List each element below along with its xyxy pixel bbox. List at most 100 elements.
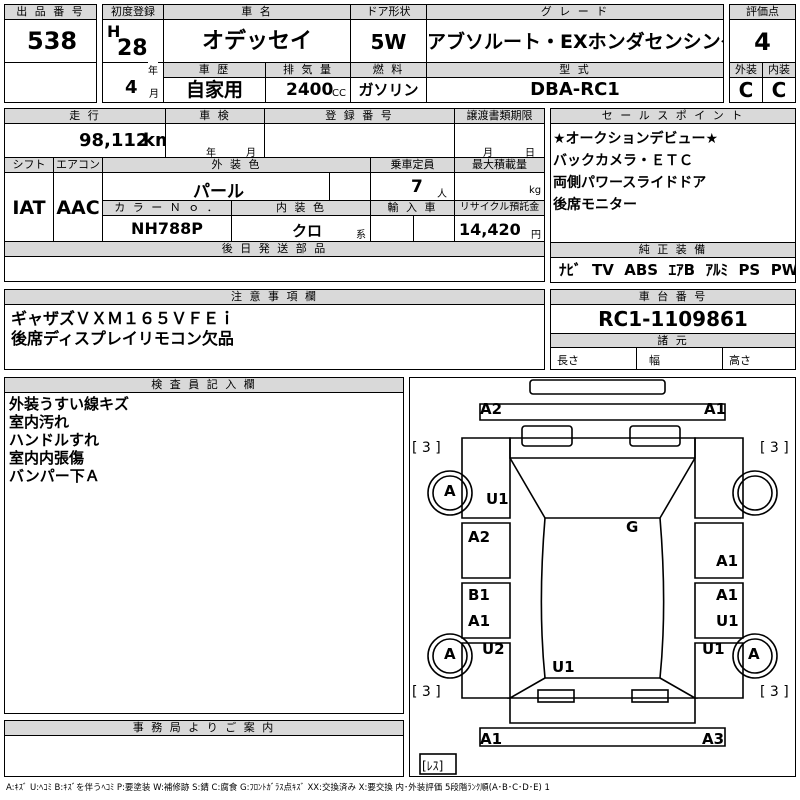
- equipment-item: ｴｱB: [668, 261, 696, 279]
- door-value: 5W: [350, 19, 427, 63]
- mileage-label: 走 行: [4, 108, 166, 124]
- car-name-value: オデッセイ: [163, 19, 351, 63]
- transfer-deadline-label: 譲渡書類期限: [454, 108, 545, 124]
- equipment-item: PS: [738, 261, 761, 279]
- dims-height: 高さ: [722, 347, 796, 370]
- later-parts-value: [4, 256, 545, 282]
- first-reg-year-cell: H 28: [102, 19, 164, 63]
- mark-a1-right-mid: A1: [716, 586, 739, 604]
- recycle-value: 14,420: [459, 220, 521, 239]
- color-no-value: NH788P: [102, 215, 232, 242]
- displacement-label: 排 気 量: [265, 62, 351, 78]
- km-unit: km: [143, 130, 165, 151]
- capacity-label: 乗車定員: [370, 157, 455, 173]
- tire-rear-left: [ 3 ]: [412, 684, 441, 700]
- displacement-cell: 2400 CC: [265, 77, 351, 103]
- mark-wheel-rear-left: A: [444, 645, 456, 663]
- front-bumper-top: [529, 379, 666, 395]
- equipment-list: ﾅﾋﾞ TV ABS ｴｱB ｱﾙﾐ PS PW: [550, 257, 796, 283]
- mark-front-left: A2: [480, 400, 503, 418]
- capacity-value: 7: [411, 177, 423, 197]
- mark-a1-left: A1: [468, 612, 491, 630]
- width-label: 幅: [649, 354, 660, 367]
- max-load-cell: kg: [454, 172, 545, 201]
- fuel-value: ガソリン: [350, 77, 427, 103]
- right-rear-fender: [694, 642, 744, 699]
- first-reg-label: 初度登録: [102, 4, 164, 20]
- model-value: DBA-RC1: [426, 77, 724, 103]
- max-load-label: 最大積載量: [454, 157, 545, 173]
- mileage-value: 98,112: [79, 130, 149, 151]
- hood: [509, 437, 696, 459]
- lot-no-value: 538: [4, 19, 97, 63]
- score-label: 評価点: [729, 4, 796, 20]
- mark-a2-left: A2: [468, 528, 491, 546]
- wheel-rear-right: [732, 633, 778, 679]
- height-label: 高さ: [729, 354, 751, 367]
- equipment-label: 純 正 装 備: [550, 242, 796, 258]
- sales-point-item: 両側パワースライドドア: [553, 175, 707, 191]
- cc-unit: CC: [332, 88, 346, 99]
- right-front-door: [694, 522, 744, 579]
- kei-unit: 系: [356, 230, 366, 241]
- right-front-fender: [694, 437, 744, 519]
- mark-rear-left: A1: [480, 730, 503, 748]
- exterior-label: 外装: [729, 62, 763, 78]
- sales-point-item: ★オークションデビュー★: [553, 131, 719, 147]
- headlight-right: [629, 425, 681, 447]
- dims-length: 長さ: [550, 347, 637, 370]
- equipment-item: PW: [770, 261, 796, 279]
- grade-value: アブソルート・EXホンダセンシング: [426, 19, 724, 63]
- kg-unit: kg: [529, 185, 542, 196]
- spare-label: [ﾚｽ]: [422, 759, 444, 773]
- mark-rear-right: A3: [702, 730, 725, 748]
- rear-window: [506, 677, 699, 699]
- ext-color-divider: [329, 173, 330, 200]
- wheel-front-left-inner: [432, 475, 468, 511]
- aircon-label: エアコン: [53, 157, 103, 173]
- lot-no-label: 出 品 番 号: [4, 4, 97, 20]
- headlight-left: [521, 425, 573, 447]
- dims-label: 諸 元: [550, 333, 796, 348]
- history-value: 自家用: [163, 77, 266, 103]
- month-unit: 月: [149, 89, 159, 100]
- tire-front-left: [ 3 ]: [412, 440, 441, 456]
- sales-points-label: セ ー ル ス ポ イ ン ト: [550, 108, 796, 124]
- wheel-front-right-inner: [737, 475, 773, 511]
- tire-rear-right: [ 3 ]: [760, 684, 789, 700]
- chassis-label: 車 台 番 号: [550, 289, 796, 305]
- spare-box: [419, 753, 457, 775]
- reg-month: 4: [125, 77, 138, 98]
- windshield: [509, 457, 696, 519]
- import-label: 輸 入 車: [370, 200, 455, 216]
- car-diagram-svg: [419, 379, 778, 775]
- tail-lamp-right: [631, 689, 669, 703]
- import-cell: [370, 215, 455, 242]
- ext-color-value: パール: [193, 182, 244, 201]
- length-label: 長さ: [557, 354, 579, 367]
- front-bumper: [479, 403, 726, 421]
- history-label: 車 歴: [163, 62, 266, 78]
- inspector-line: ハンドルすれ: [9, 431, 100, 449]
- car-diagram: A2 A1 [ 3 ] [ 3 ] A U1 G A2 A1 B1 A1 A1 …: [409, 377, 796, 777]
- registration-label: 登 録 番 号: [264, 108, 455, 124]
- inspector-line: 外装うすい線キズ: [9, 395, 130, 413]
- import-divider: [413, 216, 414, 241]
- reg-year: 28: [117, 36, 148, 61]
- rear-bumper: [479, 727, 726, 747]
- inspector-label: 検 査 員 記 入 欄: [4, 377, 404, 393]
- car-name-label: 車 名: [163, 4, 351, 20]
- tailgate: [509, 698, 696, 724]
- equipment-item: TV: [591, 261, 614, 279]
- wheel-front-left: [427, 470, 473, 516]
- inspector-line: 室内汚れ: [9, 413, 70, 431]
- year-unit: 年: [148, 62, 158, 77]
- mark-u1-right-lower: U1: [702, 640, 725, 658]
- wheel-rear-left: [427, 633, 473, 679]
- aircon-value: AAC: [53, 172, 103, 242]
- color-no-label: カ ラ ー Ｎ ｏ ．: [102, 200, 232, 216]
- left-rear-fender: [461, 642, 511, 699]
- int-color-cell: クロ 系: [231, 215, 371, 242]
- later-parts-label: 後 日 発 送 部 品: [4, 241, 545, 257]
- mark-a1-right-upper: A1: [716, 552, 739, 570]
